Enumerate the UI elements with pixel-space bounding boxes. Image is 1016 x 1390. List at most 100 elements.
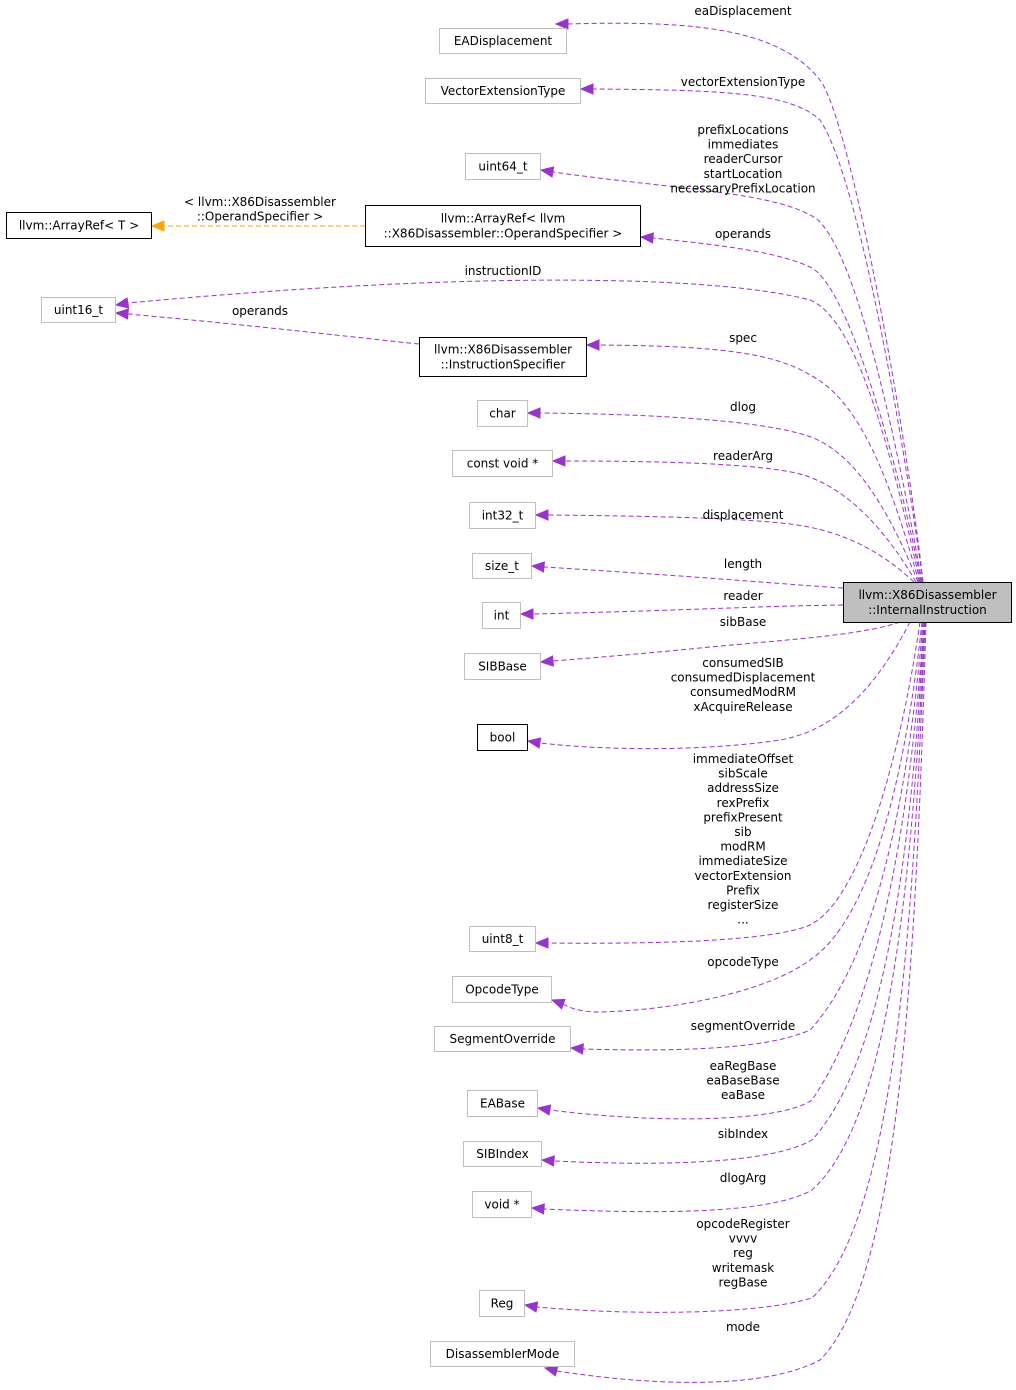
edge-arrayref_os-label: operands xyxy=(715,227,771,241)
edge-uint8-label: rexPrefix xyxy=(717,796,770,810)
edge-uint8-label: sib xyxy=(734,825,751,839)
edge-int32-label: displacement xyxy=(703,508,784,522)
arrowhead-constvoid xyxy=(551,455,566,467)
node-label: int xyxy=(494,609,510,623)
node-label: Reg xyxy=(491,1297,514,1311)
node-arrayref_os[interactable]: llvm::ArrayRef< llvm::X86Disassembler::O… xyxy=(365,205,641,247)
arrowhead-void xyxy=(530,1203,545,1215)
arrowhead-eabase xyxy=(536,1104,552,1116)
node-main[interactable]: llvm::X86Disassembler::InternalInstructi… xyxy=(843,582,1012,623)
node-box xyxy=(41,297,116,323)
arrowhead-reg xyxy=(523,1301,539,1313)
edge-sibbase xyxy=(552,621,901,662)
edge-uint64-label: startLocation xyxy=(704,167,783,181)
node-box xyxy=(465,153,541,180)
node-eadisplacement: EADisplacement xyxy=(439,28,567,54)
edge-opcodetype xyxy=(562,621,923,1013)
node-bool[interactable]: bool xyxy=(477,724,528,751)
node-box xyxy=(419,337,587,377)
arrowhead-template-arg xyxy=(150,220,165,232)
edge-bool-label: consumedSIB xyxy=(702,656,783,670)
node-label: uint8_t xyxy=(482,932,524,946)
edge-vectorextensiontype-label: vectorExtensionType xyxy=(681,75,806,89)
node-box xyxy=(439,28,567,54)
arrowhead-disassemblermode xyxy=(543,1365,559,1377)
edge-sibindex xyxy=(553,621,925,1164)
edge-uint64-label: necessaryPrefixLocation xyxy=(670,181,815,195)
edge-reg-label: writemask xyxy=(712,1261,774,1275)
edge-eabase-label: eaBaseBase xyxy=(706,1074,779,1088)
node-box xyxy=(425,78,581,104)
edge-template-arg-label: < llvm::X86Disassembler xyxy=(184,195,336,209)
node-box xyxy=(6,212,152,239)
node-box xyxy=(463,1141,542,1167)
arrowhead-vectorextensiontype xyxy=(579,83,594,95)
node-label: SegmentOverride xyxy=(450,1032,556,1046)
node-label: void * xyxy=(484,1198,519,1212)
node-instrspec[interactable]: llvm::X86Disassembler::InstructionSpecif… xyxy=(419,337,587,377)
edge-uint8-label: vectorExtension xyxy=(695,869,792,883)
edge-char-label: dlog xyxy=(730,400,756,414)
arrowhead-segmentoverride xyxy=(569,1043,584,1055)
node-disassemblermode: DisassemblerMode xyxy=(430,1341,575,1367)
edge-uint16_spec-label: operands xyxy=(232,304,288,318)
node-label: OpcodeType xyxy=(465,983,539,997)
node-sibindex: SIBIndex xyxy=(463,1141,542,1167)
edge-uint64-label: prefixLocations xyxy=(697,123,788,137)
edge-reg-label: opcodeRegister xyxy=(696,1217,789,1231)
node-uint16: uint16_t xyxy=(41,297,116,323)
node-label: VectorExtensionType xyxy=(441,84,566,98)
edge-uint8-label: prefixPresent xyxy=(703,810,783,824)
arrowhead-sibindex xyxy=(540,1155,555,1167)
edge-constvoid xyxy=(564,460,917,583)
arrowhead-int32 xyxy=(534,509,549,521)
edge-disassemblermode-label: mode xyxy=(726,1320,760,1334)
node-segmentoverride: SegmentOverride xyxy=(434,1026,571,1052)
edge-void xyxy=(543,621,926,1213)
edge-eabase-label: eaBase xyxy=(721,1088,765,1102)
node-label: llvm::ArrayRef< T > xyxy=(19,219,139,233)
edge-opcodetype-label: opcodeType xyxy=(707,955,778,969)
node-vectorextensiontype: VectorExtensionType xyxy=(425,78,581,104)
node-box xyxy=(477,724,528,751)
arrowhead-size_t xyxy=(530,561,545,573)
node-sibbase: SIBBase xyxy=(464,653,541,680)
node-box xyxy=(467,1090,538,1117)
node-opcodetype: OpcodeType xyxy=(452,976,552,1003)
edge-int-label: reader xyxy=(723,589,762,603)
edge-uint64 xyxy=(552,171,923,583)
edge-uint8 xyxy=(547,621,921,944)
node-box xyxy=(469,502,536,529)
node-box xyxy=(452,976,552,1003)
edge-uint64-label: readerCursor xyxy=(704,152,783,166)
edge-segmentoverride-label: segmentOverride xyxy=(691,1019,796,1033)
edge-uint64-label: immediates xyxy=(708,138,779,152)
arrowhead-eadisplacement xyxy=(554,18,569,30)
node-label: llvm::X86Disassembler xyxy=(858,588,996,602)
edge-uint8-label: registerSize xyxy=(708,898,779,912)
arrowhead-bool xyxy=(526,737,542,749)
node-label: const void * xyxy=(467,457,539,471)
edge-uint16_spec xyxy=(127,313,420,345)
node-label: uint16_t xyxy=(54,303,104,317)
edge-bool xyxy=(539,621,911,750)
node-label: llvm::X86Disassembler xyxy=(434,343,572,357)
edge-void-label: dlogArg xyxy=(720,1171,766,1185)
node-label: uint64_t xyxy=(478,160,528,174)
node-label: llvm::ArrayRef< llvm xyxy=(441,212,566,226)
node-reg: Reg xyxy=(479,1290,525,1317)
edge-uint8-label: sibScale xyxy=(718,767,768,781)
edge-reg-label: reg xyxy=(733,1246,753,1260)
edge-reg xyxy=(536,621,926,1313)
edge-uint16_main-label: instructionID xyxy=(465,264,542,278)
edge-char xyxy=(539,412,919,583)
node-arrayref_t[interactable]: llvm::ArrayRef< T > xyxy=(6,212,152,239)
edge-eadisplacement-label: eaDisplacement xyxy=(694,4,792,18)
arrowhead-opcodetype xyxy=(550,998,566,1010)
edge-disassemblermode xyxy=(556,621,927,1383)
node-box xyxy=(452,450,553,477)
edge-size_t-label: length xyxy=(724,557,762,571)
node-label: char xyxy=(489,407,516,421)
edge-arrayref_os xyxy=(652,237,922,583)
edge-segmentoverride xyxy=(582,621,924,1051)
